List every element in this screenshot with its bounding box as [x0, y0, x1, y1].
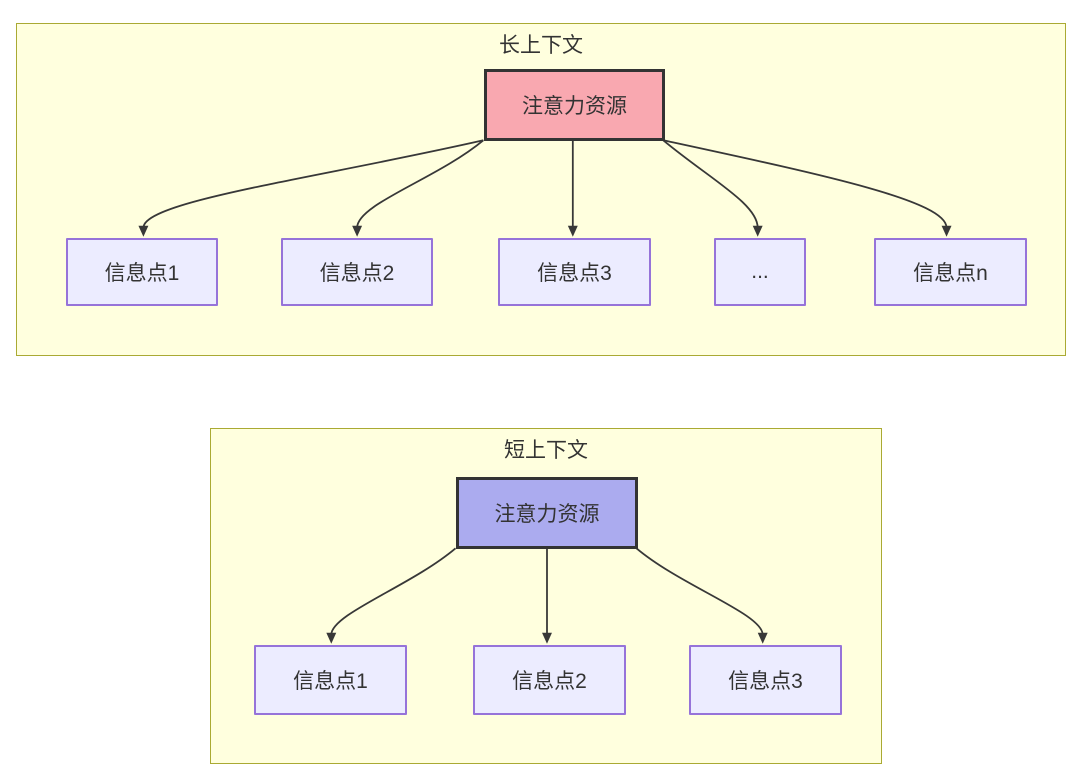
group-title-long-context: 长上下文: [499, 34, 583, 57]
info-point-node: 信息点1: [254, 645, 407, 715]
info-point-node: 信息点n: [874, 238, 1027, 306]
info-point-node: 信息点3: [498, 238, 651, 306]
info-point-node-ellipsis: ...: [714, 238, 806, 306]
arrowhead-icon: [757, 632, 768, 644]
arrowhead-icon: [326, 632, 337, 644]
attention-resource-node-long: 注意力资源: [484, 69, 665, 141]
attention-resource-node-short: 注意力资源: [456, 477, 638, 549]
long-context-group: 长上下文 注意力资源 信息点1 信息点2 信息点3 ... 信息点n: [16, 23, 1066, 356]
info-point-node: 信息点2: [473, 645, 626, 715]
arrowhead-icon: [138, 225, 149, 237]
arrowhead-icon: [941, 225, 952, 237]
arrowhead-icon: [542, 632, 552, 644]
info-point-node: 信息点2: [281, 238, 433, 306]
info-point-node: 信息点3: [689, 645, 842, 715]
edge-attention-to-info2: [356, 139, 484, 228]
info-point-node: 信息点1: [66, 238, 218, 306]
short-context-group: 短上下文 注意力资源 信息点1 信息点2 信息点3: [210, 428, 882, 764]
arrowhead-icon: [352, 225, 363, 237]
arrowhead-icon: [752, 225, 763, 237]
edge-attention-to-infon: [663, 139, 948, 228]
edge-attention-to-ellipsis: [662, 139, 759, 228]
edge-attention-to-info1: [142, 139, 484, 228]
edge-attention-to-info3: [635, 547, 764, 635]
edge-attention-to-info1: [330, 547, 457, 635]
arrowhead-icon: [567, 225, 578, 237]
group-title-short-context: 短上下文: [504, 439, 588, 462]
